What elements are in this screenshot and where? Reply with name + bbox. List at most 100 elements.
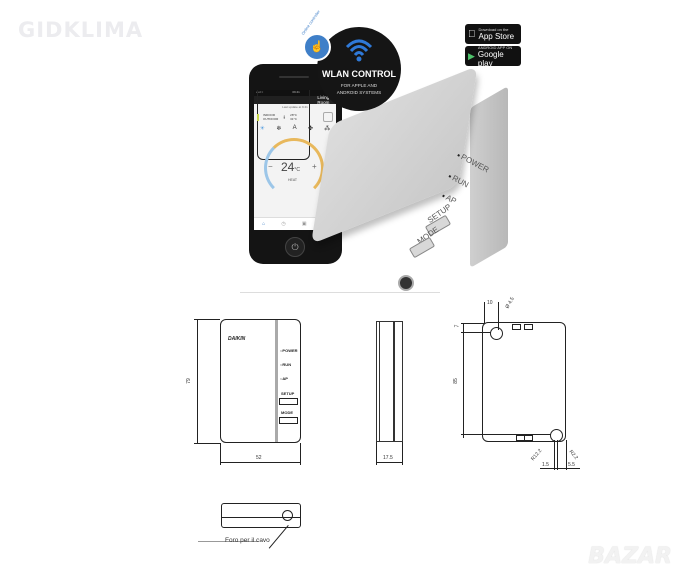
phone-home-button[interactable]: ⏻	[285, 237, 305, 257]
back-dim-7-bottom	[461, 332, 491, 333]
app-store-small-text: Download on the	[471, 27, 509, 32]
back-dim-7-label: 7	[454, 324, 461, 328]
front-height-dimension-line	[197, 319, 198, 443]
cable-hole-label: Foro per il cavo	[225, 537, 270, 544]
back-dim-bottom-baseline	[540, 468, 580, 469]
app-store-badge[interactable]:  Download on the App Store	[465, 24, 521, 44]
nav-title: Living Room	[317, 95, 330, 105]
wlan-subtitle-line1: FOR APPLE AND	[340, 83, 378, 88]
front-ap-label: ○AP	[280, 376, 288, 381]
fan-mode-icon[interactable]: ✤	[307, 126, 313, 132]
sensor-labels: INDOOR OUTDOOR	[263, 113, 278, 121]
bottom-view-drawing	[221, 503, 301, 528]
gidklima-watermark: GIDKLIMA	[18, 18, 144, 42]
back-height-dimension-line	[463, 323, 464, 438]
front-width-tick-left	[220, 443, 221, 465]
mode-label: HEAT	[288, 178, 298, 182]
indoor-value: 28°C	[290, 113, 297, 117]
indoor-label: INDOOR	[263, 113, 275, 117]
temp-decrease-button[interactable]: −	[268, 162, 273, 171]
device-side-face	[470, 86, 508, 268]
side-depth-tick-left	[376, 442, 377, 465]
back-slot-bottom-2	[524, 435, 533, 441]
front-dim-tick-top	[194, 319, 220, 320]
device-mode-label: MODE	[415, 224, 441, 247]
outdoor-value: 31°C	[290, 117, 297, 121]
app-store-big-text: App Store	[471, 32, 515, 41]
back-dim-bottom-line-2	[557, 440, 558, 470]
front-power-text: POWER	[282, 348, 298, 353]
tab-schedule[interactable]: ◷	[281, 221, 286, 227]
front-setup-label: SETUP	[281, 391, 295, 396]
cable-hole-underline	[198, 541, 258, 542]
back-dim-left-radius-label: R12.2	[530, 447, 544, 463]
wifi-icon	[345, 39, 373, 62]
google-play-text: ANDROID APP ON Google play	[478, 45, 518, 68]
cable-port	[398, 275, 414, 291]
sensor-row: INDOOR OUTDOOR 🌡 28°C 31°C	[257, 112, 333, 122]
wlan-subtitle-line2: ANDROID SYSTEMS	[336, 90, 382, 95]
outdoor-label: OUTDOOR	[263, 117, 279, 121]
side-depth-tick-right	[402, 442, 403, 465]
status-time: 09:41	[292, 90, 300, 94]
online-controller-label: Online controller	[300, 9, 321, 36]
back-dim-7-top	[461, 323, 485, 324]
back-dim-bottom-line-3	[566, 440, 567, 470]
back-dim-bottom-line-1	[554, 440, 555, 470]
google-play-small-text: ANDROID APP ON	[477, 44, 513, 50]
separator-line	[240, 292, 440, 293]
app-store-text: Download on the App Store	[479, 27, 515, 41]
back-slot-top-2	[524, 324, 533, 330]
front-mode-button	[279, 417, 298, 424]
cable-hole-leader-line	[268, 525, 289, 549]
temp-increase-button[interactable]: +	[312, 162, 317, 171]
back-dim-diameter-label: Ø 4.5	[504, 296, 516, 310]
back-dim-10-left	[484, 302, 485, 324]
ap-label: AP	[444, 192, 458, 206]
tab-timer[interactable]: ▣	[301, 221, 307, 227]
thermometer-icon: 🌡	[282, 115, 287, 119]
device-setup-button[interactable]	[424, 214, 452, 237]
wlan-title: WLAN CONTROL	[322, 69, 396, 79]
touch-hand-icon: ☝	[303, 33, 331, 61]
device-setup-label: SETUP	[425, 202, 453, 225]
google-play-big-text: Google play	[477, 49, 504, 68]
back-dim-right-radius-label: R2.2	[567, 449, 579, 461]
device-mode-button[interactable]	[408, 236, 436, 259]
back-dim-85-bottom	[461, 434, 551, 435]
front-brand-logo: DAIKIN	[228, 336, 246, 342]
temperature-unit: °C	[294, 167, 300, 173]
front-power-label: ○POWER	[280, 348, 298, 353]
last-update-text: Last update at 9:41	[282, 105, 308, 109]
temperature-value: 24	[281, 160, 295, 174]
power-toggle-icon[interactable]	[323, 112, 333, 122]
side-depth-label: 17.5	[383, 455, 393, 461]
sensor-values: 28°C 31°C	[290, 113, 297, 121]
back-cable-hole	[550, 429, 563, 442]
device-ap-indicator: AP	[441, 191, 458, 206]
heat-mode-icon[interactable]: ☀	[259, 126, 266, 132]
back-mounting-hole	[490, 327, 503, 340]
bazar-watermark: BAZAR	[588, 544, 672, 569]
back-dim-10-label: 10	[487, 300, 493, 306]
front-run-text: RUN	[282, 362, 292, 367]
front-ap-text: AP	[282, 376, 288, 381]
front-divider	[275, 320, 278, 442]
tab-home[interactable]: ⌂	[262, 221, 266, 227]
bottom-cable-hole	[282, 510, 293, 521]
front-setup-button	[279, 398, 298, 405]
side-seam-line	[393, 322, 395, 441]
front-mode-label: MODE	[281, 410, 293, 415]
signal-icon: •••ıl ≈	[256, 90, 264, 94]
wlan-control-badge: WLAN CONTROL FOR APPLE AND ANDROID SYSTE…	[317, 27, 401, 111]
dry-mode-icon[interactable]: ⁂	[324, 126, 331, 132]
front-view-drawing	[220, 319, 301, 443]
google-play-badge[interactable]: ▶ ANDROID APP ON Google play	[465, 45, 521, 68]
auto-mode-icon[interactable]: A	[292, 125, 297, 131]
cool-mode-icon[interactable]: ❄	[276, 126, 282, 132]
back-dim-10-right	[498, 302, 499, 330]
back-view-drawing	[482, 322, 566, 442]
side-depth-dimension-line	[376, 462, 403, 463]
temperature-display: 24°C	[281, 160, 300, 174]
front-width-label: 52	[256, 455, 262, 461]
